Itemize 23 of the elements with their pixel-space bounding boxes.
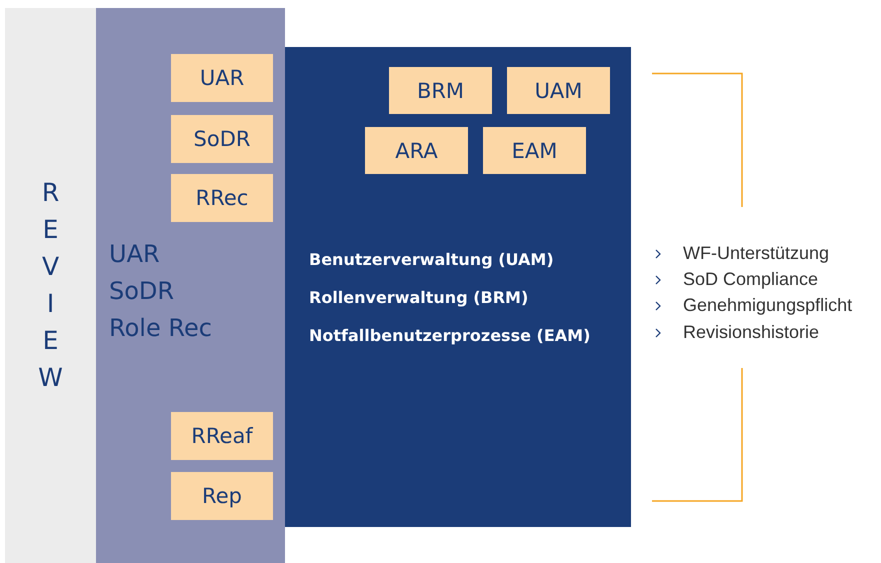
- list-item: Revisionshistorie: [683, 322, 820, 343]
- module-box: SoDR: [171, 115, 273, 163]
- panel-text: SoDR: [109, 277, 174, 305]
- panel-text: UAR: [109, 240, 160, 268]
- module-box: RReaf: [171, 412, 273, 460]
- module-box: UAM: [507, 67, 610, 114]
- module-box: ARA: [365, 127, 468, 174]
- list-item: Genehmigungspflicht: [683, 295, 852, 316]
- panel-text: Benutzerverwaltung (UAM): [309, 250, 554, 269]
- panel-text: Rollenverwaltung (BRM): [309, 288, 528, 307]
- panel: [96, 8, 285, 563]
- list-item: SoD Compliance: [683, 269, 818, 290]
- module-box: EAM: [483, 127, 586, 174]
- module-box: Rep: [171, 472, 273, 520]
- panel: [285, 47, 631, 527]
- list-item: WF-Unterstützung: [683, 243, 830, 264]
- vertical-title: REVIEW: [36, 178, 65, 400]
- module-box: UAR: [171, 54, 273, 102]
- module-box: RRec: [171, 174, 273, 222]
- panel-text: Notfallbenutzerprozesse (EAM): [309, 326, 590, 345]
- review-panel: [5, 8, 96, 563]
- module-box: BRM: [389, 67, 492, 114]
- panel-text: Role Rec: [109, 314, 212, 342]
